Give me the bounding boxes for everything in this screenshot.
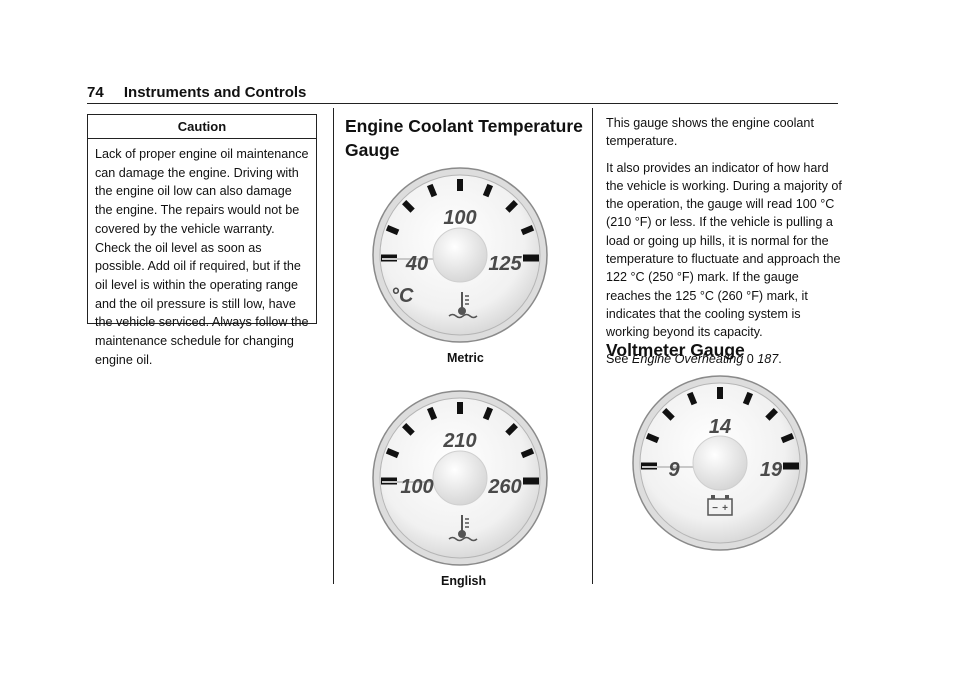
gauge-ticks	[381, 179, 539, 262]
see-suffix: .	[778, 351, 782, 366]
gauge-hub	[692, 435, 748, 491]
gauge-tick	[686, 391, 698, 406]
voltmeter-low-label: 9	[668, 459, 680, 481]
coolant-heading-line2: Gauge	[345, 140, 400, 160]
english-high-label: 260	[487, 476, 521, 498]
coolant-paragraph-2: It also provides an indicator of how har…	[606, 160, 842, 340]
gauge-tick	[780, 432, 795, 444]
celsius-unit-label: °C	[391, 285, 414, 307]
gauge-tick	[402, 423, 415, 436]
gauge-tick	[505, 200, 518, 213]
gauge-hub	[432, 450, 488, 506]
metric-low-label: 40	[405, 253, 428, 275]
caution-body: Lack of proper engine oil maintenance ca…	[95, 147, 309, 367]
voltmeter-gauge: 14 9 19 − +	[632, 375, 808, 551]
page-header: 74 Instruments and Controls	[87, 84, 306, 101]
metric-caption: Metric	[447, 351, 484, 365]
page-ref-number: 187	[757, 351, 779, 366]
gauge-tick	[765, 408, 778, 421]
gauge-tick	[385, 447, 400, 459]
gauge-tick	[385, 224, 400, 236]
header-rule	[87, 103, 838, 104]
coolant-paragraph-1: This gauge shows the engine coolant temp…	[606, 116, 814, 149]
gauge-tick	[520, 447, 535, 459]
gauge-tick	[402, 200, 415, 213]
caution-title: Caution	[88, 115, 316, 139]
coolant-heading: Engine Coolant Temperature Gauge	[345, 114, 583, 162]
gauge-tick	[482, 406, 494, 421]
coolant-heading-line1: Engine Coolant Temperature	[345, 116, 583, 136]
coolant-thermometer-icon	[448, 292, 478, 319]
english-low-label: 100	[400, 476, 433, 498]
coolant-thermometer-icon	[448, 515, 478, 542]
metric-mid-label: 100	[443, 207, 476, 229]
see-prefix: See	[606, 351, 629, 366]
english-mid-label: 210	[442, 430, 476, 452]
voltmeter-heading: Voltmeter Gauge	[606, 340, 745, 360]
page-ref-symbol: 0	[746, 351, 754, 366]
metric-temperature-gauge: 100 40 125 °C	[372, 167, 548, 343]
metric-high-label: 125	[488, 253, 522, 275]
column-divider-2	[592, 108, 593, 584]
battery-minus-label: −	[712, 503, 718, 514]
battery-icon: − +	[707, 495, 733, 516]
gauge-tick	[426, 183, 438, 198]
see-reference: See Engine Overheating 0 187.	[606, 350, 844, 368]
english-temperature-gauge: 210 100 260	[372, 390, 548, 566]
gauge-tick	[645, 432, 660, 444]
coolant-description: This gauge shows the engine coolant temp…	[606, 114, 844, 376]
gauge-hub	[432, 227, 488, 283]
battery-plus-label: +	[722, 503, 728, 514]
gauge-tick	[742, 391, 754, 406]
voltmeter-mid-label: 14	[709, 416, 731, 438]
gauge-tick	[426, 406, 438, 421]
page-number: 74	[87, 84, 104, 101]
gauge-tick	[662, 408, 675, 421]
caution-box: Caution Lack of proper engine oil mainte…	[87, 114, 317, 367]
english-caption: English	[441, 574, 487, 588]
gauge-tick	[482, 183, 494, 198]
section-title: Instruments and Controls	[123, 84, 307, 101]
voltmeter-high-label: 19	[760, 459, 783, 481]
gauge-tick	[520, 224, 535, 236]
engine-overheating-link[interactable]: Engine Overheating	[631, 351, 744, 366]
column-divider-1	[333, 108, 334, 584]
gauge-tick	[505, 423, 518, 436]
